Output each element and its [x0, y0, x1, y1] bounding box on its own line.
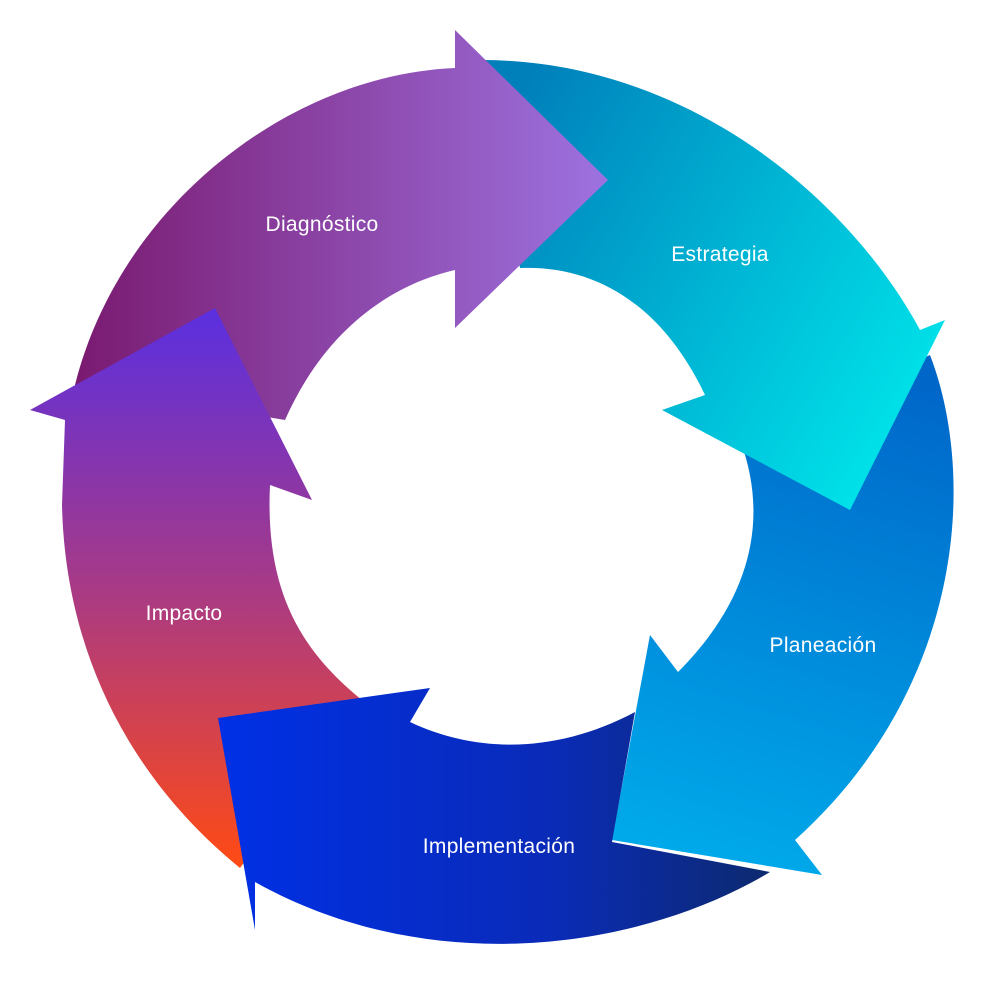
label-diagnostico: Diagnóstico	[265, 213, 378, 236]
arrow-implementacion	[218, 688, 770, 944]
label-implementacion: Implementación	[423, 835, 575, 858]
label-impacto: Impacto	[146, 602, 223, 625]
arrow-planeacion	[612, 355, 954, 875]
label-planeacion: Planeación	[770, 634, 877, 657]
label-estrategia: Estrategia	[671, 243, 769, 266]
